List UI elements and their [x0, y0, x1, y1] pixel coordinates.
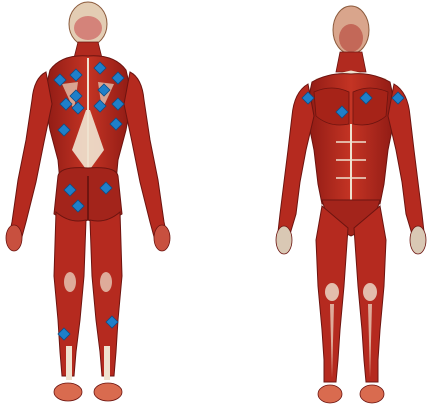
posterior-figure: [6, 2, 170, 401]
anterior-right-kneecap: [325, 283, 339, 301]
anterior-left-foot: [360, 385, 384, 403]
anterior-right-hand: [276, 226, 292, 254]
anterior-neck: [336, 52, 366, 72]
posterior-left-hand: [6, 225, 22, 251]
posterior-right-arm: [124, 72, 168, 244]
anterior-right-foot: [318, 385, 342, 403]
posterior-left-foot: [54, 383, 82, 401]
anterior-figure: [276, 6, 426, 403]
anterior-left-arm: [388, 84, 424, 234]
anterior-left-kneecap: [363, 283, 377, 301]
posterior-left-knee-tendon: [64, 272, 76, 292]
posterior-occipital-muscle: [74, 16, 102, 40]
posterior-left-achilles: [66, 346, 72, 380]
anterior-right-arm: [278, 84, 314, 234]
posterior-right-foot: [94, 383, 122, 401]
anterior-face-muscle: [339, 24, 363, 52]
anterior-left-hand: [410, 226, 426, 254]
posterior-right-hand: [154, 225, 170, 251]
posterior-right-achilles: [104, 346, 110, 380]
posterior-right-knee-tendon: [100, 272, 112, 292]
posterior-left-arm: [8, 72, 52, 244]
